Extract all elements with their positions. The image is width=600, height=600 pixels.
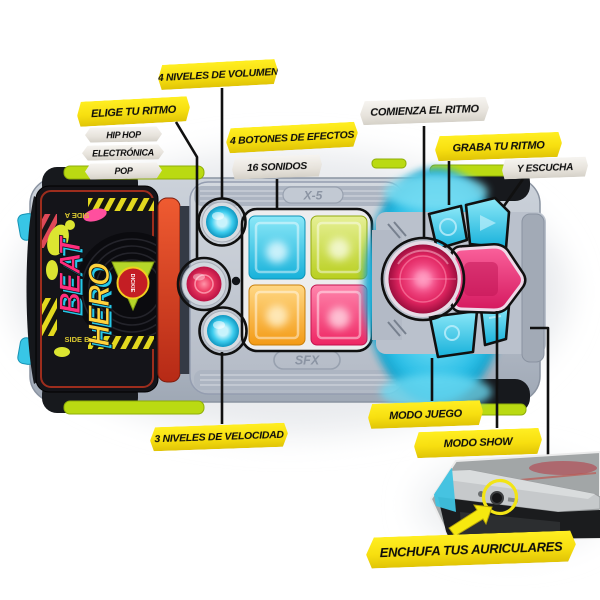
light-bar: [157, 197, 181, 383]
hazard-stripe-left: [42, 298, 57, 336]
svg-text:SFX: SFX: [295, 354, 320, 368]
callout-line-listen: [502, 178, 525, 207]
screw-hole: [231, 276, 241, 286]
svg-text:BEAT: BEAT: [57, 238, 90, 317]
headphone-jack: [490, 491, 504, 505]
annotation-ring-start: [380, 236, 466, 322]
svg-text:DICKIE: DICKIE: [129, 274, 135, 293]
callout-line-choose-rhythm: [174, 121, 199, 259]
hazard-stripe-bottom: [88, 336, 154, 349]
callout-style-pop: POP: [85, 162, 162, 179]
record-slider: [450, 243, 527, 314]
side-b-label: SIDE B: [64, 335, 90, 344]
hood-artwork: BEAT BEAT HERO HERO DICKIE SIDE A SIDE B: [35, 185, 192, 393]
rear-bumper: [521, 213, 545, 363]
arrow-icon: [448, 504, 493, 537]
game-mode-button: [428, 309, 479, 359]
effects-pad: [240, 207, 374, 353]
callout-style-electronica: ELECTRÓNICA: [82, 144, 164, 160]
effect-pad-orange: [248, 284, 306, 346]
callout-show-mode: MODO SHOW: [414, 428, 543, 458]
record-button: [427, 204, 469, 251]
annotation-ring-volume: [197, 197, 247, 247]
dickie-logo: DICKIE: [111, 261, 155, 312]
headphone-jack-inset: [429, 450, 600, 542]
effect-pad-lime: [310, 215, 368, 280]
speed-button: [202, 310, 244, 352]
callout-speed-levels: 3 NIVELES DE VELOCIDAD: [150, 423, 289, 452]
annotation-overlay: [174, 88, 550, 458]
callout-and-listen: Y ESCUCHA: [502, 157, 589, 180]
svg-text:X-5: X-5: [303, 189, 323, 203]
rhythm-button: [181, 261, 227, 307]
model-code-emboss: X-5: [282, 186, 344, 204]
annotation-ring-rhythm: [176, 256, 232, 312]
callout-start-rhythm: COMIENZA EL RITMO: [360, 97, 490, 125]
callout-record-rhythm: GRABA TU RITMO: [435, 132, 563, 161]
svg-text:HERO: HERO: [86, 266, 119, 349]
highlight-circle: [481, 478, 519, 516]
callout-game-mode: MODO JUEGO: [368, 400, 484, 429]
svg-text:BEAT: BEAT: [54, 235, 87, 314]
beat-hero-graffiti: BEAT BEAT HERO HERO: [54, 234, 120, 350]
effect-pad-cyan: [248, 215, 306, 280]
volume-button: [201, 201, 243, 243]
side-a-label: SIDE A: [64, 211, 89, 220]
svg-text:HERO: HERO: [83, 263, 116, 346]
callout-style-hiphop: HIP HOP: [85, 126, 162, 142]
hazard-stripe-top: [88, 198, 154, 211]
callout-sounds: 16 SONIDOS: [232, 154, 323, 179]
callout-line-headphones: [530, 326, 550, 458]
paint-splats: [46, 208, 107, 357]
start-beat-button: [385, 241, 461, 317]
listen-button: [464, 196, 511, 250]
effect-pad-pink: [310, 284, 368, 346]
